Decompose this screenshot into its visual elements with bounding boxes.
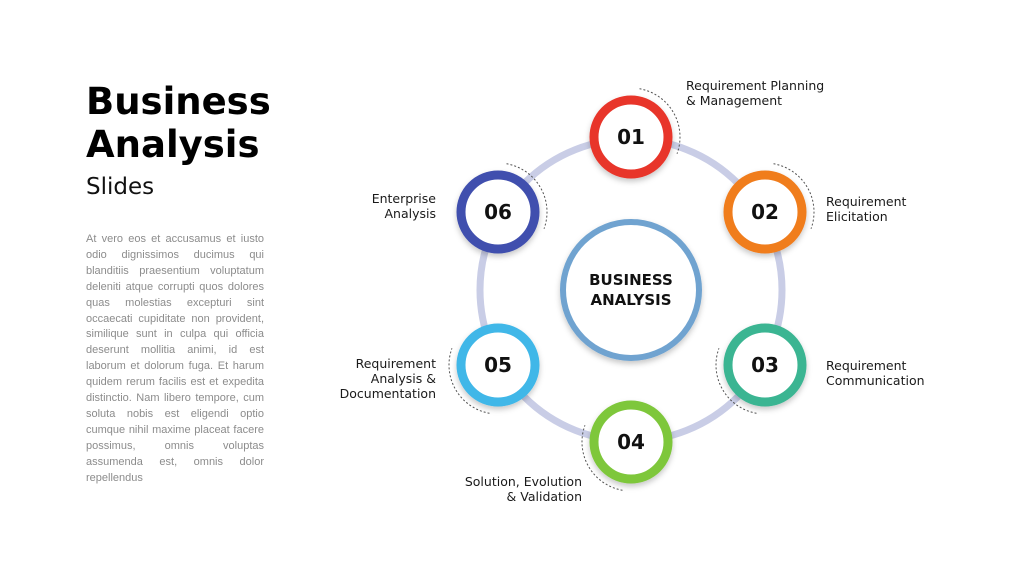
step-number: 05 xyxy=(484,353,512,377)
step-label-line: Solution, Evolution xyxy=(465,474,582,489)
step-circle xyxy=(589,400,673,484)
slide-subtitle: Slides xyxy=(86,174,155,200)
step-label-line: Requirement xyxy=(826,194,906,209)
step-label-line: Requirement xyxy=(826,358,906,373)
title-line-1: Business xyxy=(86,80,271,123)
step-label-line: Enterprise xyxy=(372,191,437,206)
step-number: 04 xyxy=(617,430,645,454)
step-circle xyxy=(456,170,540,254)
step-label-line: & Validation xyxy=(507,489,582,504)
step-label-04: Solution, Evolution& Validation xyxy=(465,474,582,504)
step-node-06: 06 xyxy=(456,163,548,254)
step-label-line: Documentation xyxy=(340,386,436,401)
step-label-line: Analysis xyxy=(384,206,436,221)
step-label-01: Requirement Planning& Management xyxy=(686,78,824,108)
step-number: 03 xyxy=(751,353,779,377)
center-circle xyxy=(560,219,702,361)
step-number: 06 xyxy=(484,200,512,224)
title-line-2: Analysis xyxy=(86,123,260,166)
step-label-line: Analysis & xyxy=(371,371,436,386)
step-label-line: Communication xyxy=(826,373,925,388)
step-circle xyxy=(456,323,540,407)
center-text-line-1: BUSINESS xyxy=(589,271,673,289)
slide-title: Business Analysis xyxy=(86,80,271,166)
step-circle xyxy=(589,95,673,179)
step-node-03: 03 xyxy=(715,323,807,414)
step-label-line: Requirement Planning xyxy=(686,78,824,93)
step-circle xyxy=(723,170,807,254)
step-node-05: 05 xyxy=(448,323,540,414)
step-label-line: Elicitation xyxy=(826,209,888,224)
step-label-line: Requirement xyxy=(356,356,436,371)
step-number: 02 xyxy=(751,200,779,224)
body-paragraph: At vero eos et accusamus et iusto odio d… xyxy=(86,233,264,484)
step-number: 01 xyxy=(617,125,645,149)
step-circle xyxy=(723,323,807,407)
step-node-02: 02 xyxy=(723,163,815,254)
step-label-line: & Management xyxy=(686,93,782,108)
step-node-01: 01 xyxy=(589,88,681,179)
center-text-line-2: ANALYSIS xyxy=(590,291,671,309)
step-node-04: 04 xyxy=(581,400,673,491)
